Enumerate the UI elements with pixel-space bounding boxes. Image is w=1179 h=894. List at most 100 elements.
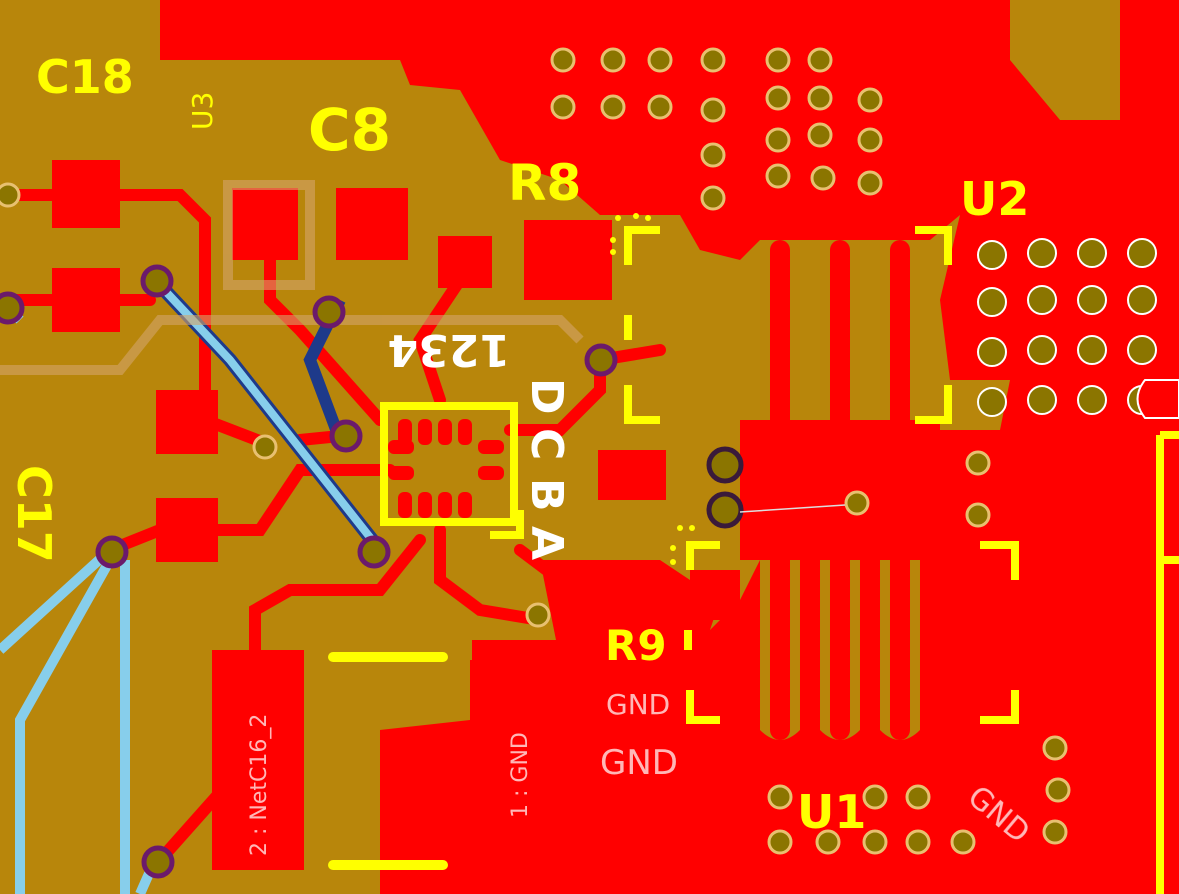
u3-pad (458, 492, 472, 518)
u2-corner-tl (624, 226, 660, 265)
via[interactable] (1077, 335, 1107, 365)
via[interactable] (965, 450, 991, 476)
via[interactable] (1077, 238, 1107, 268)
keepout-outlines (0, 180, 584, 375)
via[interactable] (0, 182, 21, 208)
via[interactable] (312, 295, 346, 329)
u3-pin-mark (490, 510, 524, 539)
u3-pad (418, 492, 432, 518)
net-label-gnd-1: GND (606, 688, 670, 721)
via[interactable] (584, 343, 618, 377)
designator-u3[interactable]: U3 (186, 92, 219, 130)
via[interactable] (765, 127, 791, 153)
via[interactable] (807, 85, 833, 111)
net-label-pad-gnd: 1 : GND (508, 732, 533, 818)
via[interactable] (765, 85, 791, 111)
via[interactable] (977, 387, 1007, 417)
via[interactable] (857, 127, 883, 153)
pin1-markers (610, 213, 695, 565)
u1-pin1-dot (670, 545, 676, 551)
via[interactable] (706, 446, 744, 484)
designator-c8[interactable]: C8 (308, 96, 391, 164)
via[interactable] (810, 165, 836, 191)
via[interactable] (1027, 385, 1057, 415)
via[interactable] (767, 784, 793, 810)
r9-pad-1[interactable] (598, 450, 666, 500)
via[interactable] (767, 829, 793, 855)
trace-netc16 (154, 764, 246, 866)
via[interactable] (1077, 385, 1107, 415)
u1-corner-bl (686, 690, 720, 724)
via[interactable] (329, 419, 363, 453)
r8-pad-2[interactable] (524, 220, 612, 300)
via[interactable] (140, 264, 174, 298)
via[interactable] (807, 122, 833, 148)
via[interactable] (815, 829, 841, 855)
via[interactable] (1027, 238, 1057, 268)
trace-r8-u3 (413, 274, 466, 406)
via[interactable] (965, 502, 991, 528)
silk-bar-bottom (328, 860, 448, 870)
via[interactable] (600, 47, 626, 73)
via[interactable] (1127, 335, 1157, 365)
via[interactable] (844, 490, 870, 516)
via[interactable] (1042, 735, 1068, 761)
pad-gnd[interactable] (472, 640, 562, 894)
u3-pad (388, 466, 414, 480)
designator-r9[interactable]: R9 (605, 621, 667, 670)
via[interactable] (905, 784, 931, 810)
via[interactable] (1027, 335, 1057, 365)
r9-pad-2[interactable] (690, 570, 740, 620)
via-grid-right (977, 238, 1157, 417)
via[interactable] (765, 47, 791, 73)
via[interactable] (600, 94, 626, 120)
u3-pad (398, 492, 412, 518)
u2-center-pad (740, 420, 940, 560)
designator-c18[interactable]: C18 (36, 50, 134, 104)
via[interactable] (857, 170, 883, 196)
via[interactable] (0, 291, 25, 325)
bottom-trace-4 (15, 557, 115, 894)
via[interactable] (862, 829, 888, 855)
via[interactable] (857, 87, 883, 113)
via[interactable] (647, 47, 673, 73)
via[interactable] (550, 47, 576, 73)
via[interactable] (765, 163, 791, 189)
finger-3 (890, 240, 910, 440)
via[interactable] (700, 47, 726, 73)
via[interactable] (977, 337, 1007, 367)
via[interactable] (1127, 285, 1157, 315)
via[interactable] (357, 535, 391, 569)
via[interactable] (977, 240, 1007, 270)
via[interactable] (1042, 819, 1068, 845)
via[interactable] (950, 829, 976, 855)
via[interactable] (1027, 285, 1057, 315)
via[interactable] (141, 845, 175, 879)
via[interactable] (1077, 285, 1107, 315)
pad-netc16[interactable] (212, 650, 304, 870)
via[interactable] (977, 287, 1007, 317)
u3-pad (398, 419, 412, 445)
designator-u2[interactable]: U2 (960, 172, 1029, 226)
via[interactable] (706, 491, 744, 529)
via[interactable] (525, 602, 551, 628)
via[interactable] (807, 47, 833, 73)
designator-r8[interactable]: R8 (508, 154, 581, 212)
via[interactable] (905, 829, 931, 855)
via[interactable] (700, 142, 726, 168)
via[interactable] (1045, 777, 1071, 803)
via[interactable] (252, 434, 278, 460)
designator-c17[interactable]: C17 (7, 465, 61, 563)
via[interactable] (862, 784, 888, 810)
finger-6 (890, 550, 910, 740)
via[interactable] (700, 97, 726, 123)
via[interactable] (550, 94, 576, 120)
via[interactable] (95, 535, 129, 569)
via[interactable] (647, 94, 673, 120)
via[interactable] (700, 185, 726, 211)
via[interactable] (1127, 238, 1157, 268)
c8-pad-2[interactable] (336, 188, 408, 260)
designator-u1[interactable]: U1 (797, 785, 866, 839)
u1-corner-tl (686, 541, 720, 570)
u1-pin1-dot (689, 525, 695, 531)
